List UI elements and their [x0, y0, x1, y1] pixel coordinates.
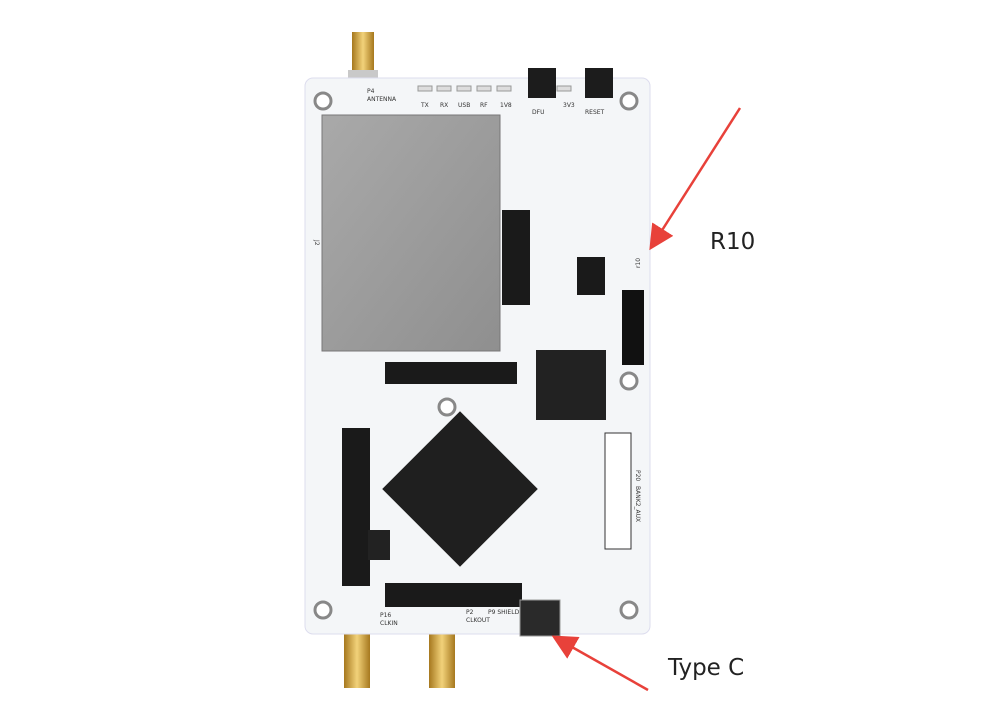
nxp-mcu-chip: [382, 411, 538, 567]
xilinx-cpld-chip: [536, 350, 606, 420]
silk-led-tx: TX: [420, 102, 429, 109]
r10-callout-label: R10: [710, 229, 756, 255]
regulator-chip: [368, 530, 390, 560]
silk-r10: r10: [635, 258, 642, 268]
silk-p4: P4: [367, 88, 375, 95]
typec-arrow: [551, 635, 649, 692]
silk-led-3v3: 3V3: [563, 102, 575, 109]
silk-dfu: DFU: [532, 109, 544, 116]
antenna-sma-connector: [348, 32, 378, 82]
status-leds: [417, 85, 572, 92]
silk-p20: P20: [634, 470, 641, 481]
reset-button: [585, 68, 613, 98]
silk-led-rf: RF: [480, 102, 488, 109]
silk-p16: P16: [380, 612, 391, 619]
clock-chip: [577, 257, 605, 295]
silk-clkout: CLKOUT: [466, 617, 490, 624]
rf-shield-can: [321, 114, 501, 352]
clkout-sma-connector: [429, 628, 455, 688]
pin-headers: [342, 210, 632, 607]
usb-type-c-port: [519, 599, 561, 637]
mounting-hole-icons: [313, 91, 639, 620]
silk-antenna: ANTENNA: [367, 96, 397, 103]
typec-callout-label: Type C: [668, 655, 745, 681]
silk-led-usb: USB: [458, 102, 470, 109]
clkin-sma-connector: [344, 628, 370, 688]
dfu-button: [528, 68, 556, 98]
silk-p9-shield: P9 SHIELD: [488, 609, 520, 616]
silk-led-rx: RX: [440, 102, 448, 109]
r10-component: [622, 290, 644, 365]
silk-clkin: CLKIN: [380, 620, 398, 627]
silk-led-1v8: 1V8: [500, 102, 512, 109]
silk-reset: RESET: [585, 109, 605, 116]
r10-arrow: [649, 107, 742, 251]
silk-p2: P2: [466, 609, 474, 616]
silk-j2: J2: [313, 239, 320, 246]
silk-bank2-aux: BANK2_AUX: [634, 486, 641, 522]
